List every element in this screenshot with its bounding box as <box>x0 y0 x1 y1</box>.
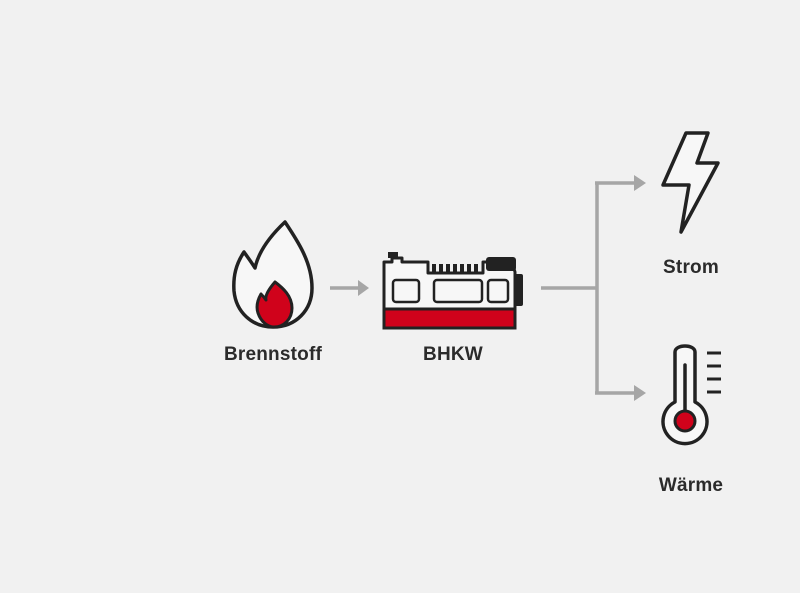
flame-inner-fill <box>255 280 294 329</box>
engine-cooling-fins <box>432 264 478 273</box>
flame-outer-outline <box>232 220 314 329</box>
fuel-label: Brennstoff <box>223 344 323 365</box>
thermometer-icon <box>661 344 721 446</box>
engine-top-block <box>486 257 516 271</box>
heat-label: Wärme <box>658 475 724 496</box>
thermometer-scale <box>707 351 721 394</box>
engine-top-valve <box>388 252 398 258</box>
bolt-shape <box>661 131 720 234</box>
arrow-head <box>358 280 369 296</box>
engine-side-panel <box>514 274 523 306</box>
arrow-fuel-to-chp <box>330 280 369 296</box>
chp-label: BHKW <box>423 344 483 365</box>
engine-window-right <box>486 278 510 304</box>
thermometer-bulb <box>673 409 697 433</box>
split-head-bottom <box>634 385 646 401</box>
flame-icon <box>232 220 314 329</box>
engine-window-middle <box>432 278 484 304</box>
split-head-top <box>634 175 646 191</box>
arrow-chp-split <box>541 175 646 401</box>
power-label: Strom <box>663 257 719 278</box>
engine-icon <box>382 252 523 330</box>
engine-window-left <box>391 278 421 304</box>
lightning-bolt-icon <box>661 131 720 234</box>
engine-base <box>382 307 517 330</box>
